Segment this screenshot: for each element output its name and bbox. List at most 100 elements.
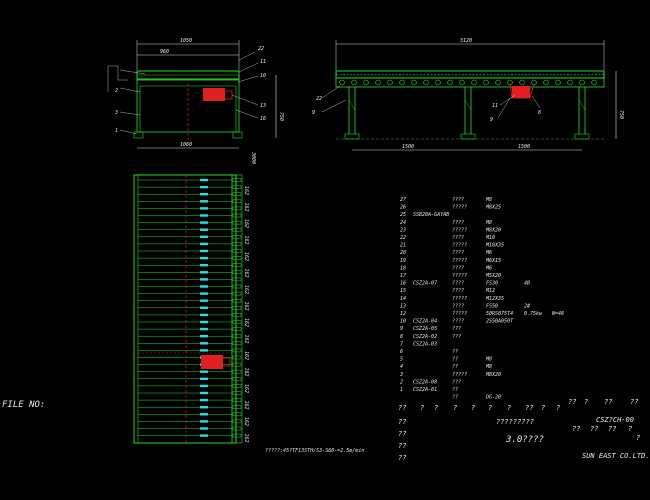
bom-row-spec: M10 [485,235,495,241]
front-callout-left-1: 2 [115,88,118,94]
plan-roller-marker [200,264,208,267]
plan-tick-label: 162 [243,285,249,294]
side-roller [555,79,561,86]
bom-row-part: CSZ2A-01 [413,387,437,393]
plan-sprocket [232,348,242,353]
plan-sprocket [232,313,242,317]
side-rollers [339,79,597,86]
title-question-code: ????????? [496,418,534,426]
plan-sprocket [232,426,242,431]
bom-row-spec: M8 [485,364,492,370]
side-callout-l2: 9 [312,110,315,116]
bom-row-qty: ???? [452,303,464,309]
plan-sprocket [232,199,242,204]
plan-roller-marker [200,427,208,430]
plan-motor [201,355,223,369]
title-left-mark: ?? [398,442,406,450]
plan-sprocket [232,263,242,267]
plan-roller-marker [200,384,208,388]
front-foot-right [232,131,243,139]
plan-roller-marker [200,349,208,352]
plan-side-dim: 3000 [250,151,256,164]
bom-row-qty: ?? [452,387,458,393]
side-view: 3120 1500 1500 750 22 9 11 9 8 [312,38,624,151]
bom-row-spec: M5X20 [485,273,501,279]
bom-row-no: 22 [400,235,406,241]
bom-row-spec: 2550A050T [486,319,514,325]
plan-roller-marker [200,292,208,295]
plan-roller-marker [200,434,208,437]
bom-row-qty: ???? [452,235,464,241]
bom-row-qty: ???? [452,197,464,203]
plan-roller-marker [200,242,208,246]
title-right-mark: ?? [568,398,576,406]
bom-row-extra: 2# [524,303,531,309]
plan-roller-marker [200,335,208,338]
plan-roller-marker [200,256,208,260]
plan-roller-marker [200,398,208,402]
bom-row-part: CSZ2A-04 [413,319,437,325]
plan-ticks: 1621621621621621621621621621621621621621… [243,186,249,443]
bom-row-spec: FS50 [486,303,498,309]
side-leg-brace [578,99,586,111]
title-left-mark: ?? [398,430,406,438]
front-callout-right-4: 13 [260,103,266,109]
side-roller [447,79,453,86]
bom-row-spec: M8 [485,197,492,203]
plan-roller-marker [200,342,208,345]
bom-row-qty: ??? [452,334,461,340]
side-leg-foot [460,133,476,140]
front-leader-4 [119,129,138,135]
bom-row-spec: DG-20 [485,395,501,401]
bom-row-no: 20 [400,250,406,256]
side-roller [483,79,489,86]
title-header-mark: ? [434,404,438,412]
plan-rollers [138,178,242,438]
side-roller [519,79,525,86]
side-roller [399,79,405,86]
plan-tick-label: 162 [243,335,249,344]
bom-row-qty: ?? [452,395,458,401]
plan-sprocket [232,412,242,417]
bom-row-qty: ???? [452,281,464,287]
title-right-marks: ??????? [568,398,638,406]
side-leader-r1 [499,94,516,106]
front-leader-r3 [237,75,259,83]
bom-row-qty: ????? [452,227,467,233]
side-leg-foot [344,133,360,140]
plan-sprocket [232,220,242,225]
bom-row-no: 18 [400,265,406,271]
sheet-mark: ? [636,434,640,442]
bom-row-qty: ????? [452,273,467,279]
side-roller [423,79,429,86]
bom-row-part: CSZ2A-05 [413,326,437,332]
plan-roller-marker [200,228,208,231]
bom-row-no: 3 [399,372,403,378]
bom-row-no: 6 [400,349,403,355]
plan-sprocket [232,391,242,395]
plan-roller-marker [200,285,208,288]
side-callout-r2: 9 [490,117,493,123]
plan-roller-marker [200,207,208,210]
front-inner-dim: 960 [160,49,169,55]
plan-roller-marker [200,193,208,196]
bom-row-qty: ???? [452,250,464,256]
file-no-label: FILE NO: [2,400,45,410]
front-left-bracket [108,65,128,81]
plan-roller-marker [200,200,208,203]
bom-row-qty: ???? [452,265,464,271]
plan-sprocket [232,178,242,182]
side-roller [351,79,357,86]
title-header-mark: ? [541,404,545,412]
plan-sprocket [232,213,242,218]
front-callout-right-5: 16 [260,116,266,122]
side-motor-tag: 8 [538,110,541,116]
title-header-mark: ?? [525,404,533,412]
bom-row-spec: FS30 [486,281,498,287]
plan-tick-label: 162 [243,417,249,426]
plan-sprocket [232,206,242,211]
bom-row-no: 26 [400,205,406,211]
plan-roller-marker [200,406,208,409]
side-callout-r1: 11 [492,103,498,109]
bom-row-part: CSZ2A-07 [413,281,437,287]
